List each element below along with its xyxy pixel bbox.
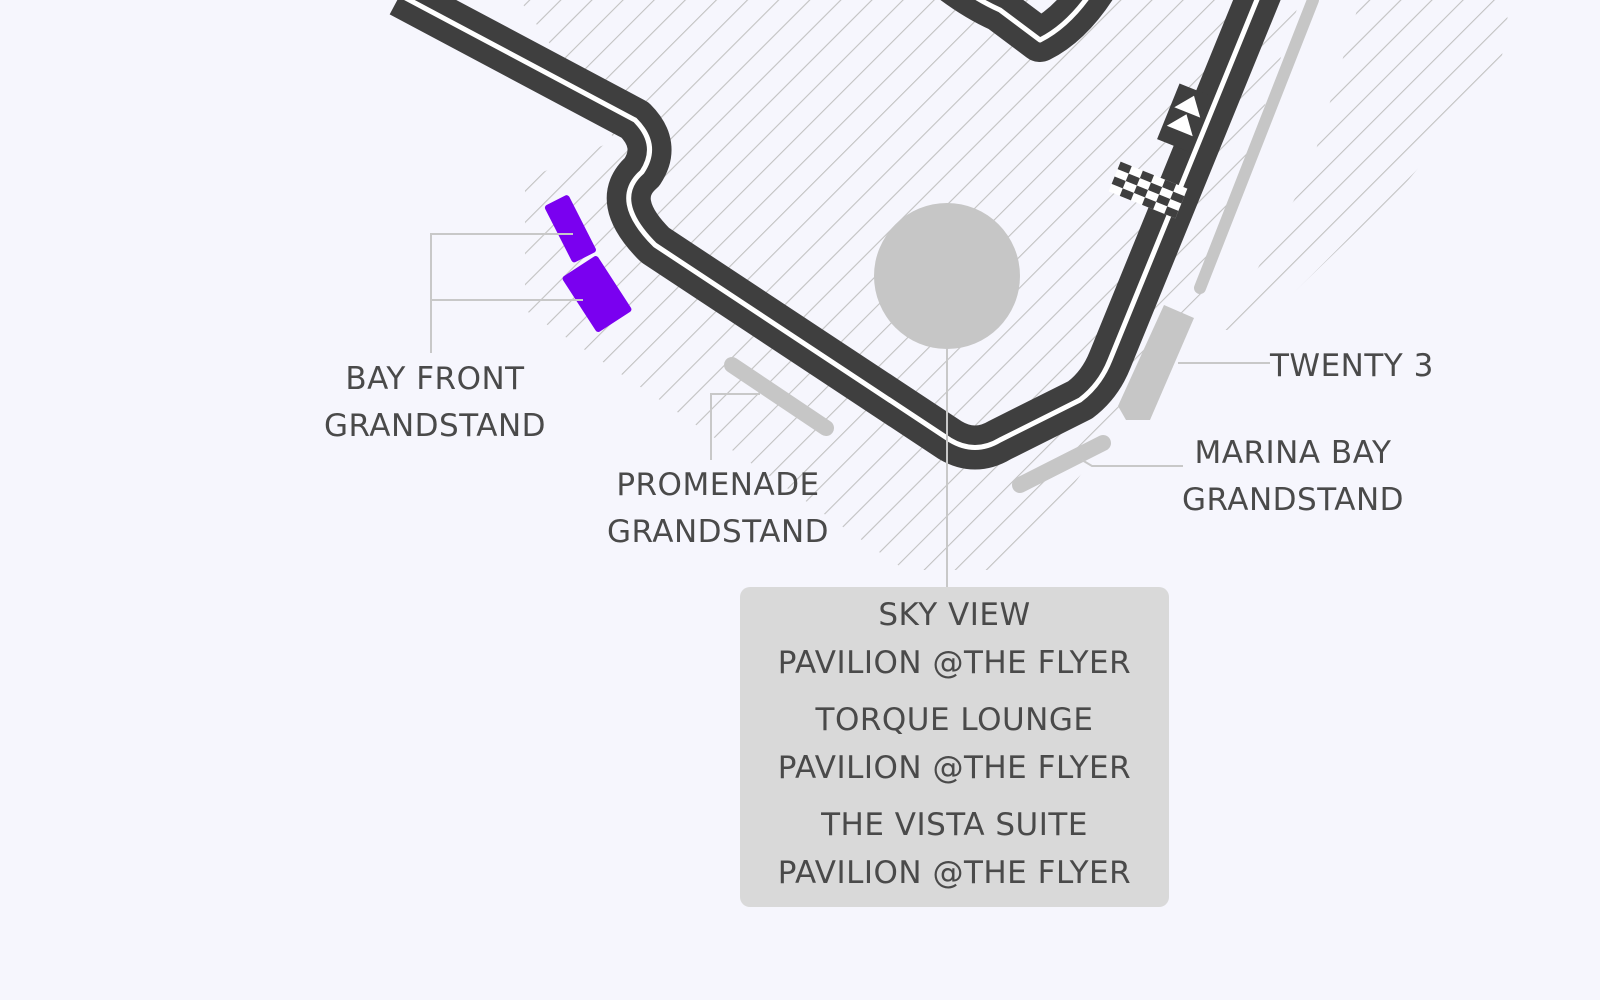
label-marina-bay-line2: GRANDSTAND — [1181, 482, 1405, 518]
label-bay-front-line2: GRANDSTAND — [323, 408, 547, 444]
label-marina-bay: MARINA BAY GRANDSTAND — [1158, 430, 1428, 524]
label-twenty3-text: TWENTY 3 — [1270, 348, 1434, 384]
pit-wall — [1194, 0, 1319, 294]
pavilion-name: SKY VIEW — [878, 597, 1031, 633]
pavilion-location: PAVILION @THE FLYER — [777, 645, 1132, 681]
label-marina-bay-line1: MARINA BAY — [1194, 435, 1392, 471]
pavilion-item[interactable]: SKY VIEW PAVILION @THE FLYER — [740, 591, 1169, 687]
stand-twenty3[interactable] — [1118, 305, 1194, 420]
pavilion-location: PAVILION @THE FLYER — [777, 855, 1132, 891]
label-twenty3: TWENTY 3 — [1270, 343, 1434, 390]
label-bay-front-line1: BAY FRONT — [345, 361, 525, 397]
checkered-flag-icon — [1108, 161, 1188, 219]
start-arrows-icon — [1157, 83, 1213, 153]
leader-lines — [430, 233, 1270, 587]
flyer-wheel-icon[interactable] — [874, 203, 1020, 349]
pavilion-name: TORQUE LOUNGE — [815, 702, 1094, 738]
stand-bayfront[interactable] — [544, 194, 633, 333]
pavilion-item[interactable]: TORQUE LOUNGE PAVILION @THE FLYER — [740, 696, 1169, 792]
stand-promenade[interactable] — [724, 357, 834, 436]
pavilion-name: THE VISTA SUITE — [821, 807, 1088, 843]
label-promenade-line2: GRANDSTAND — [606, 514, 830, 550]
label-promenade-line1: PROMENADE — [616, 467, 820, 503]
race-track — [389, 0, 1281, 470]
label-promenade: PROMENADE GRANDSTAND — [580, 462, 856, 556]
pavilion-info-box: SKY VIEW PAVILION @THE FLYER TORQUE LOUN… — [740, 587, 1169, 907]
pavilion-location: PAVILION @THE FLYER — [777, 750, 1132, 786]
label-bay-front: BAY FRONT GRANDSTAND — [300, 356, 570, 450]
pavilion-item[interactable]: THE VISTA SUITE PAVILION @THE FLYER — [740, 801, 1169, 897]
stand-marina-bay[interactable] — [1012, 435, 1111, 493]
